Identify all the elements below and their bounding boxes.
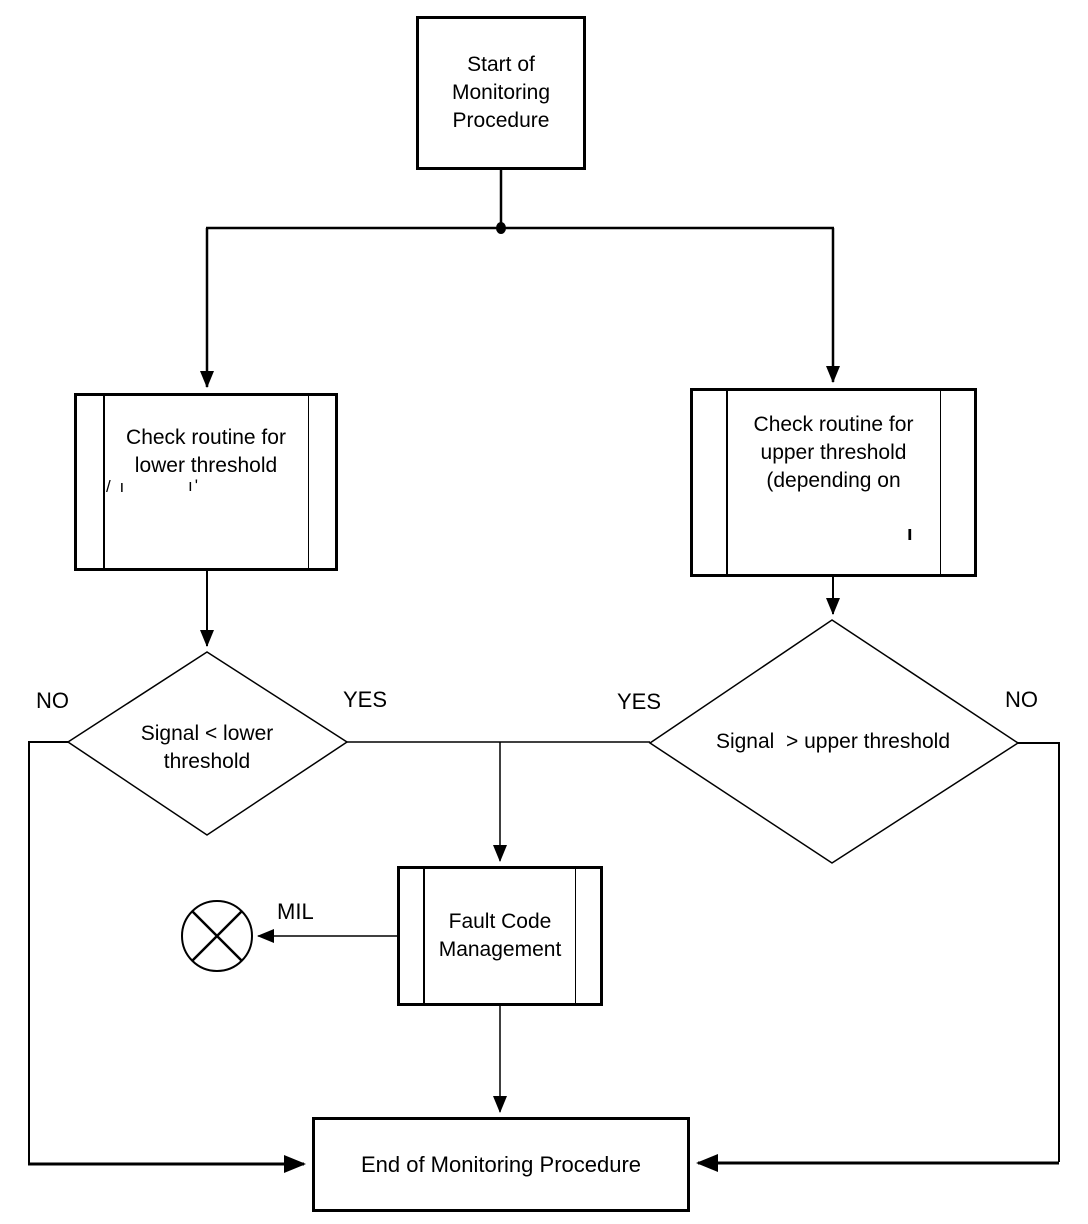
edge-no-left-down (28, 741, 68, 1163)
predefined-process-bar-right (939, 391, 941, 574)
decision-upper-diamond (648, 619, 1020, 864)
node-fault-code-management: Fault Code Management (397, 866, 603, 1006)
predefined-process-bar-right (307, 396, 309, 568)
node-start-label: Start of Monitoring Procedure (451, 53, 551, 132)
edge-label-no-lower: NO (36, 688, 69, 713)
edge-no-right-down (1018, 742, 1060, 1162)
edge-label-yes-upper: YES (617, 689, 662, 714)
junction-dot (496, 222, 506, 234)
mil-label: MIL (277, 899, 314, 924)
node-check-lower-label: Check routine for lower threshold (126, 426, 286, 477)
predefined-process-bar-left (103, 396, 105, 568)
node-end-label: End of Monitoring Procedure (360, 1151, 642, 1177)
node-check-upper-label: Check routine for upper threshold (depen… (753, 413, 914, 492)
predefined-process-bar-right (574, 869, 576, 1003)
faded-text-fragment: / ı (106, 477, 127, 496)
edge-label-no-upper: NO (1005, 687, 1038, 712)
decision-lower-diamond (66, 651, 349, 836)
mil-lamp-cross (191, 910, 243, 962)
predefined-process-bar-left (423, 869, 425, 1003)
faded-text-fragment: ı' (188, 476, 200, 495)
predefined-process-bar-left (726, 391, 728, 574)
node-end: End of Monitoring Procedure (312, 1117, 690, 1212)
node-check-routine-lower: Check routine for lower threshold (74, 393, 338, 571)
node-start: Start of Monitoring Procedure (416, 16, 586, 170)
node-check-routine-upper: Check routine for upper threshold (depen… (690, 388, 977, 577)
edge-label-yes-lower: YES (343, 687, 388, 712)
faded-text-fragment: ı (907, 523, 915, 545)
node-fault-label: Fault Code Management (438, 910, 562, 961)
